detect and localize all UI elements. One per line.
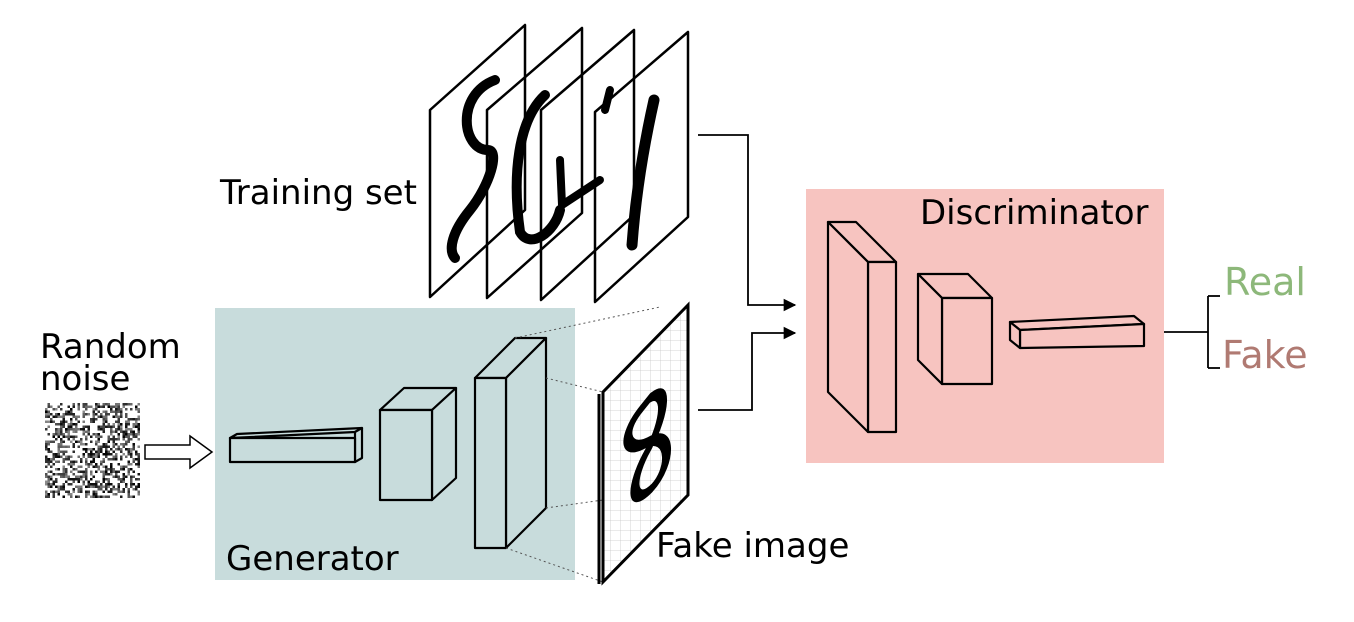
training-to-discriminator-arrow — [698, 134, 797, 312]
fake-label: Fake — [1222, 333, 1308, 377]
training-set-sheets — [428, 23, 690, 304]
fake-image-label: Fake image — [656, 526, 849, 566]
real-label: Real — [1224, 260, 1306, 304]
hollow-arrow-icon — [144, 434, 214, 470]
generator-label: Generator — [226, 539, 399, 579]
random-noise-label-line2: noise — [40, 359, 130, 399]
discriminator-label: Discriminator — [920, 193, 1149, 233]
connector-arrows — [698, 134, 797, 411]
training-sheet-2 — [485, 26, 584, 300]
generator-layers — [228, 336, 548, 550]
training-sheet-1 — [428, 23, 527, 299]
projection-lines — [505, 306, 661, 583]
digit-image-icon — [623, 388, 671, 503]
discriminator-layer-3 — [1008, 314, 1146, 350]
output-bracket — [1164, 295, 1220, 369]
discriminator-layer-1 — [826, 220, 898, 434]
generator-layer-3 — [473, 336, 548, 550]
generator-layer-1 — [228, 426, 364, 464]
random-noise-label-line1: Random — [40, 327, 181, 367]
training-sheet-4 — [593, 30, 690, 304]
fake-image — [597, 301, 690, 586]
discriminator-layers — [826, 220, 1146, 434]
training-set-label: Training set — [219, 173, 417, 213]
fake-to-discriminator-arrow — [698, 326, 797, 411]
generator-layer-2 — [378, 386, 458, 502]
discriminator-layer-2 — [916, 272, 994, 386]
training-sheet-3 — [539, 28, 636, 302]
noise-icon — [45, 403, 140, 498]
